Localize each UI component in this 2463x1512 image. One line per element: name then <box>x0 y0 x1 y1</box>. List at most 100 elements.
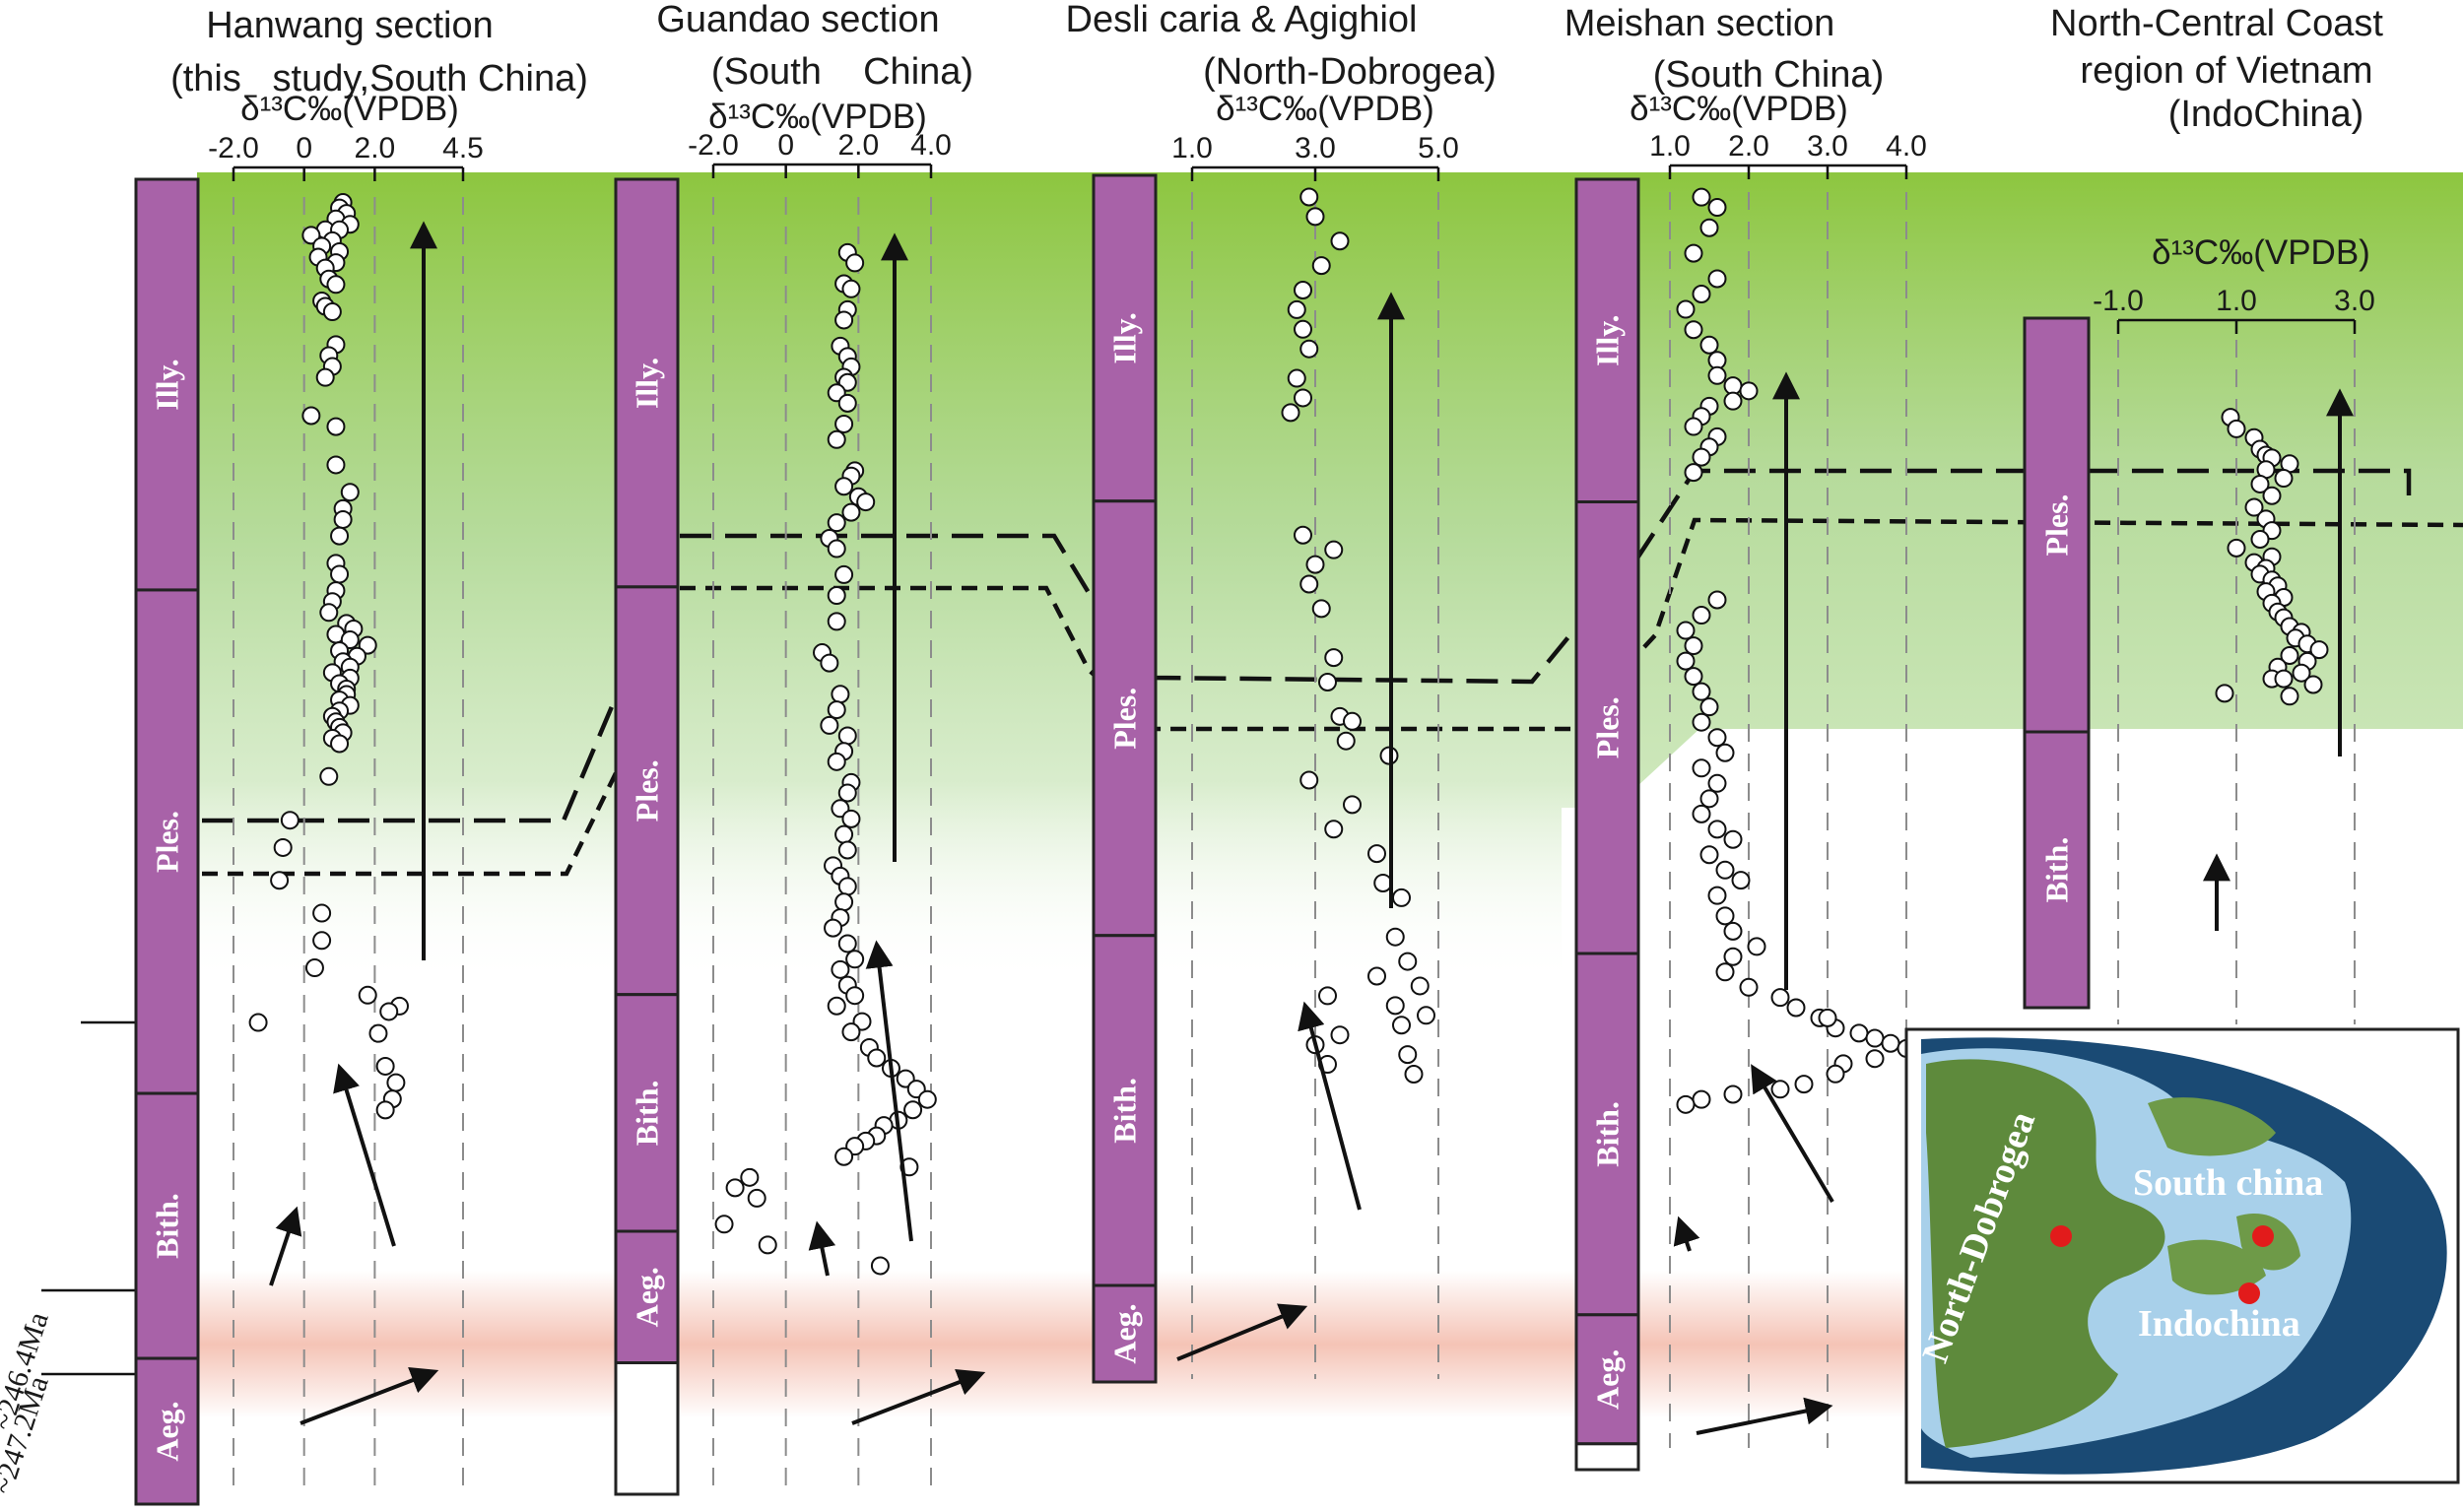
data-point <box>747 1188 766 1208</box>
trend-arrow <box>333 1063 396 1247</box>
data-point <box>834 477 854 496</box>
stage-bar-bith <box>134 1091 200 1360</box>
data-point <box>2250 474 2270 493</box>
data-point <box>2309 640 2329 660</box>
stage-label: Bith. <box>1107 1078 1143 1144</box>
section-title-hanwang: Hanwang section <box>206 5 494 46</box>
data-point <box>845 253 865 273</box>
tick-label: 1.0 <box>1649 130 1691 163</box>
data-point <box>903 1100 923 1120</box>
data-point <box>725 1178 745 1198</box>
data-point <box>1770 1080 1790 1099</box>
data-point <box>1707 773 1727 793</box>
stage-label: Aeg. <box>1107 1303 1143 1363</box>
data-point <box>1881 1033 1900 1053</box>
data-point <box>1826 1064 1845 1084</box>
data-point <box>1684 417 1703 436</box>
stage-label: Ples. <box>150 811 185 873</box>
data-point <box>834 1147 854 1166</box>
data-point <box>1299 770 1319 790</box>
data-point <box>2244 497 2264 517</box>
stage-bar-aeg <box>134 1356 200 1506</box>
stage-bar-aeg <box>1092 1283 1158 1384</box>
data-point <box>1684 636 1703 656</box>
data-point <box>1392 1016 1411 1035</box>
stage-bar-bith <box>2023 730 2091 1010</box>
tick-label: 0 <box>777 129 794 162</box>
data-point <box>315 367 335 387</box>
data-point <box>1294 388 1312 408</box>
correlation-lower <box>202 517 2463 877</box>
data-point <box>1410 976 1430 996</box>
data-point <box>867 1048 887 1068</box>
data-point <box>1692 1089 1711 1109</box>
data-point <box>1707 198 1727 218</box>
data-point <box>1699 789 1719 809</box>
data-point <box>330 734 350 754</box>
data-point <box>1294 525 1312 545</box>
stage-bar-bith <box>1092 934 1158 1287</box>
data-point <box>837 877 857 896</box>
data-point <box>326 417 346 436</box>
data-point <box>1731 871 1751 890</box>
data-point <box>841 1022 861 1042</box>
data-point <box>1318 986 1337 1006</box>
tick-label: 4.0 <box>910 129 952 162</box>
stage-bar-illy <box>1574 177 1640 503</box>
data-point <box>827 752 846 771</box>
data-point <box>1330 1025 1350 1045</box>
data-point <box>827 612 846 631</box>
data-point <box>1692 682 1711 701</box>
data-point <box>273 837 293 857</box>
stage-bar-unassigned <box>1574 1442 1640 1472</box>
data-point <box>2280 646 2299 665</box>
data-point <box>330 564 350 584</box>
trend-arrow <box>1673 1216 1700 1252</box>
data-point <box>1299 574 1319 594</box>
data-point <box>870 1256 890 1276</box>
section-title-deslicaria: Desli caria & Agighiol <box>1066 0 1418 40</box>
tick-label: 5.0 <box>1418 132 1459 164</box>
data-point <box>319 603 339 623</box>
data-point <box>820 715 839 735</box>
stage-label: Aeg. <box>150 1401 185 1461</box>
trend-arrow <box>1751 1064 1834 1204</box>
stage-label: Bith. <box>150 1193 185 1259</box>
data-point <box>270 871 290 890</box>
data-point <box>827 513 846 533</box>
data-point <box>1692 804 1711 823</box>
data-point <box>1294 281 1312 299</box>
data-point <box>1723 921 1743 941</box>
data-point <box>1398 1045 1418 1065</box>
data-point <box>837 840 857 860</box>
data-point <box>1739 381 1759 401</box>
data-point <box>1723 947 1743 966</box>
data-point <box>2227 419 2246 438</box>
data-point <box>917 1089 937 1109</box>
site-indochina <box>2238 1282 2260 1304</box>
data-point <box>2303 675 2323 694</box>
tick-label: 4.0 <box>1886 130 1927 163</box>
background-bands <box>197 172 2463 1418</box>
data-point <box>1723 376 1743 396</box>
data-point <box>1676 651 1696 671</box>
data-point <box>1324 648 1344 668</box>
data-point <box>1715 743 1735 762</box>
data-point <box>375 1100 395 1120</box>
axis-title: δ¹³C‰(VPDB) <box>1630 90 1848 128</box>
inset-map: North-Dobrogea South china Indochina <box>1904 1027 2460 1484</box>
site-south-china <box>2252 1225 2274 1247</box>
data-point <box>1715 962 1735 982</box>
data-point <box>1692 187 1711 207</box>
data-point <box>2280 687 2299 706</box>
data-point <box>1786 998 1806 1018</box>
data-point <box>2250 530 2270 549</box>
section-title-meishan: Meishan section <box>1564 3 1835 44</box>
data-point <box>837 934 857 953</box>
data-point <box>1849 1023 1869 1043</box>
data-point <box>1699 697 1719 717</box>
